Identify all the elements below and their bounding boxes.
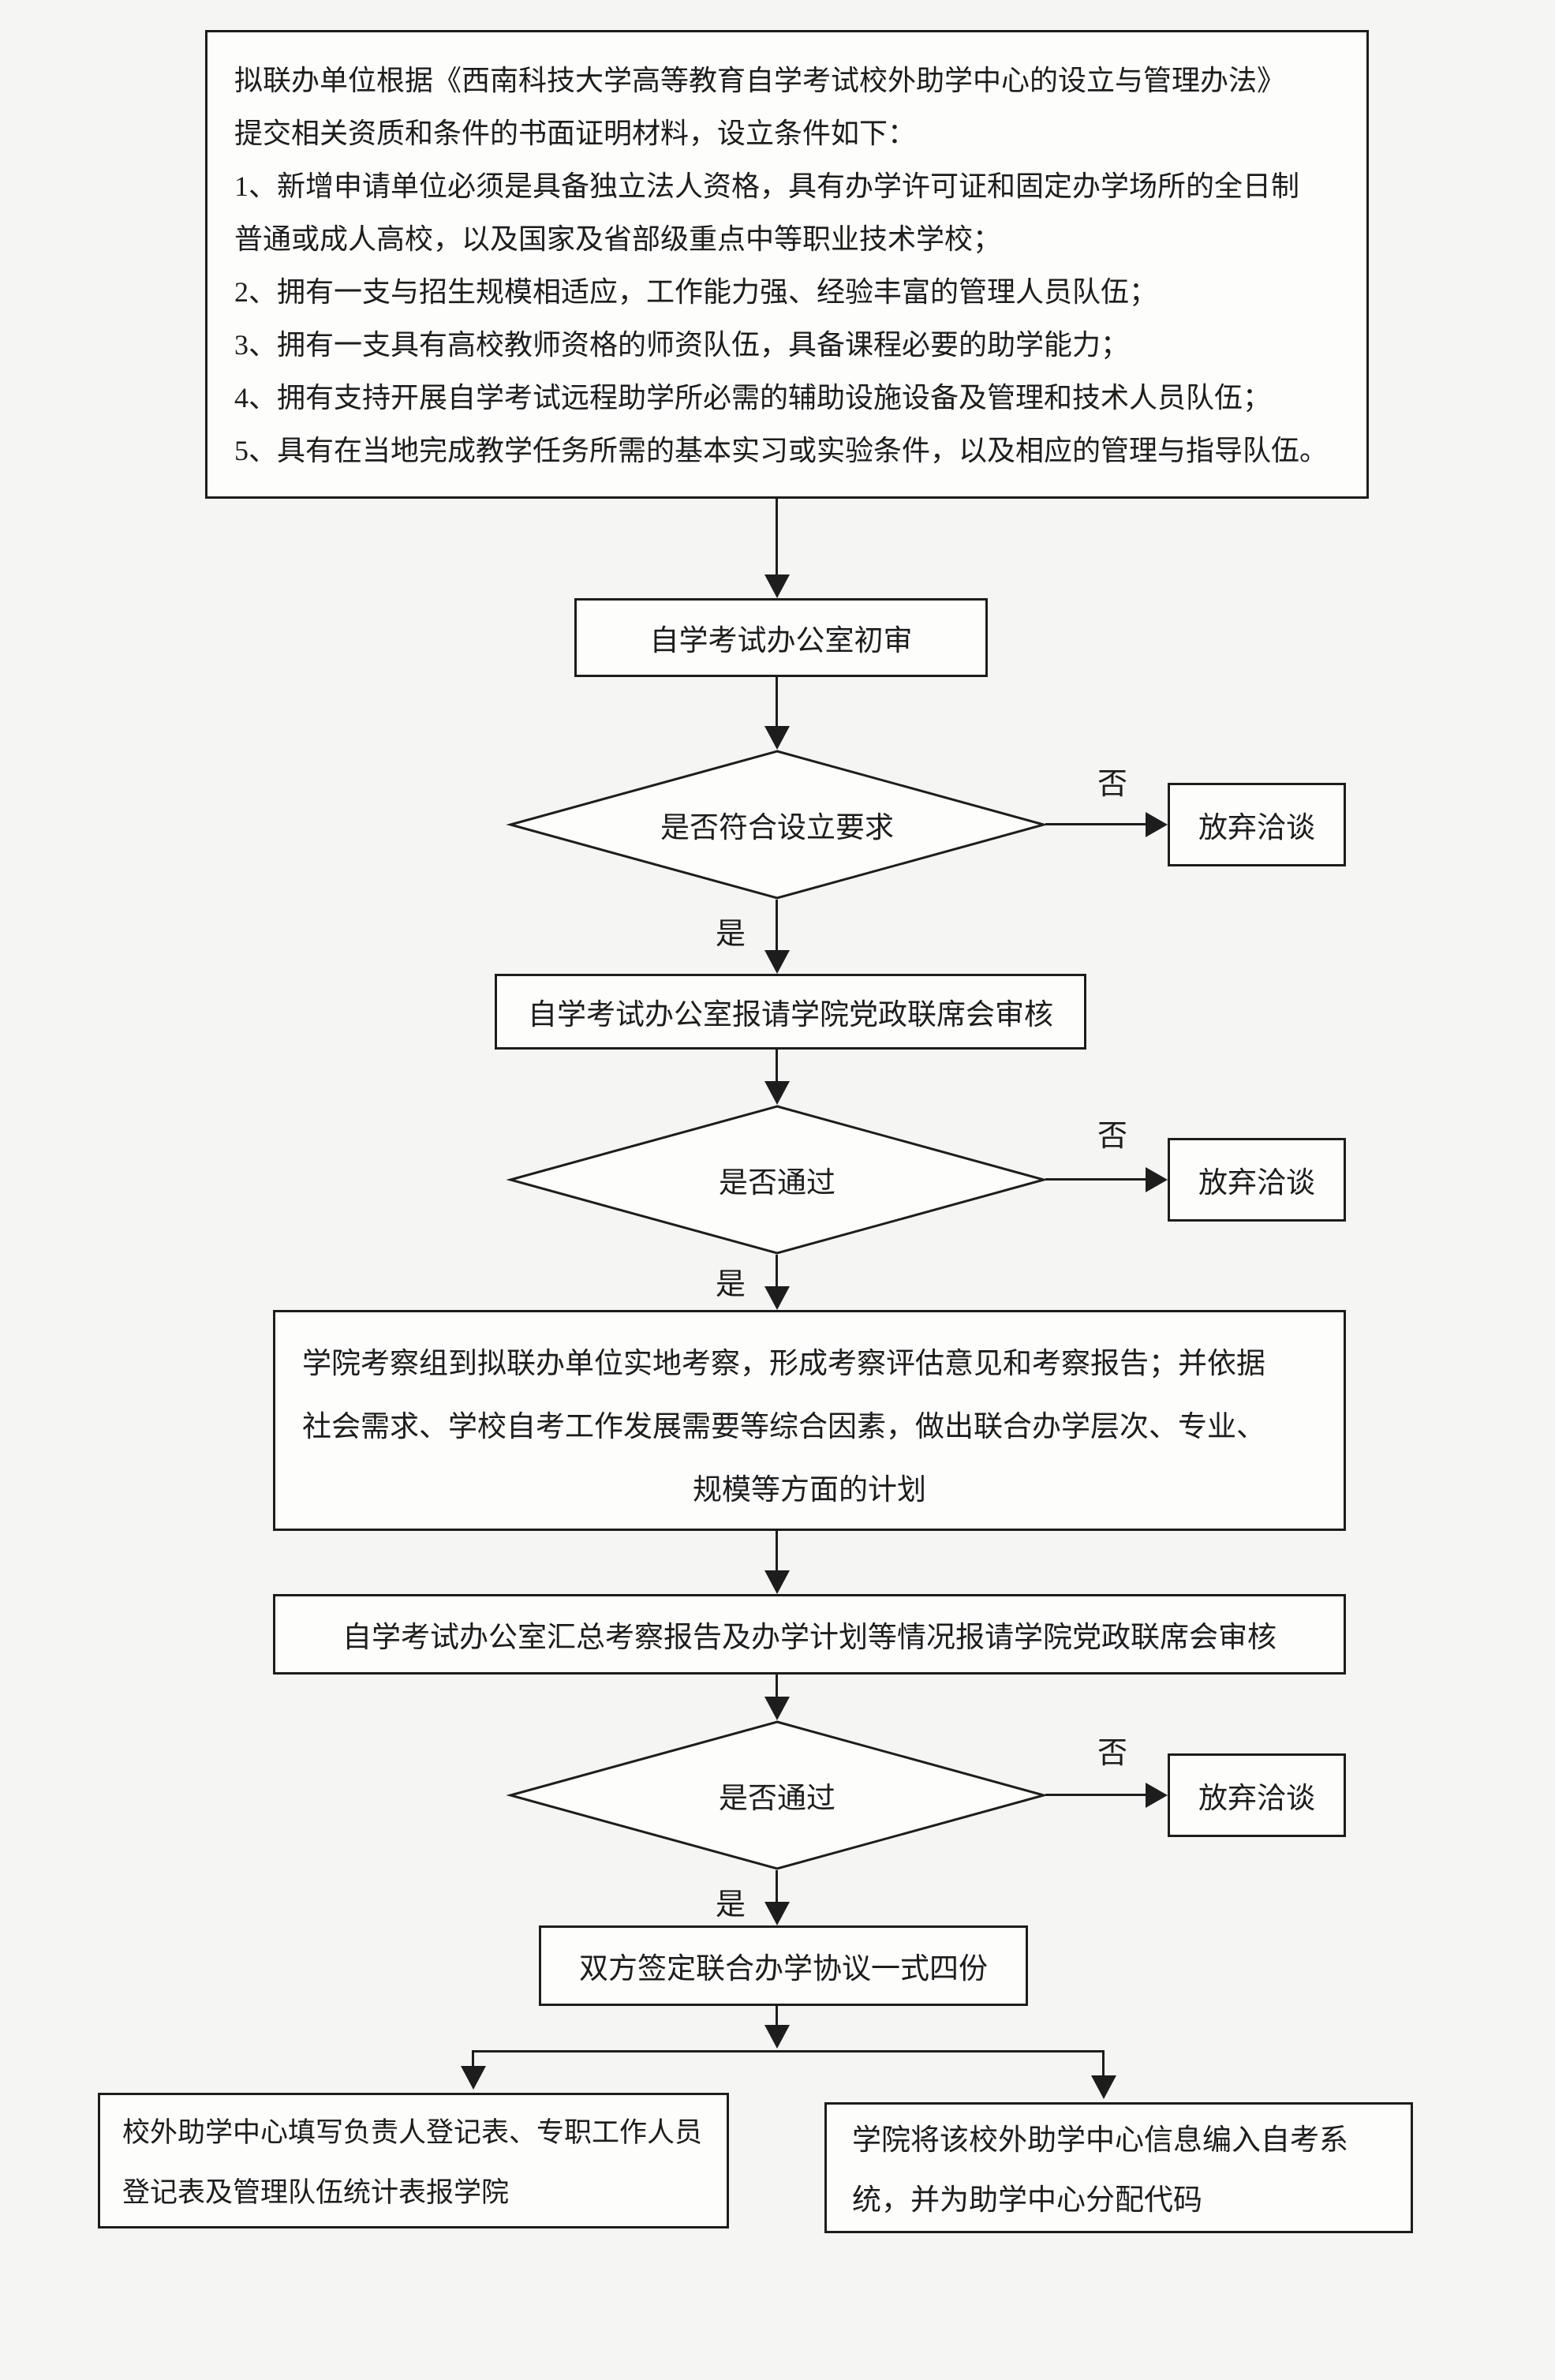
abandon3-label: 放弃洽谈 <box>1198 1783 1315 1815</box>
agreement-box: 双方签定联合办学协议一式四份 <box>539 1925 1028 2006</box>
decision2-label: 是否通过 <box>719 1167 835 1199</box>
arrowhead-down-icon <box>764 1081 790 1105</box>
decision1-label: 是否符合设立要求 <box>660 812 894 844</box>
survey-line-3: 规模等方面的计划 <box>693 1474 926 1506</box>
right-result-box: 学院将该校外助学中心信息编入自考系 统，并为助学中心分配代码 <box>824 2102 1413 2233</box>
arrowhead-down-icon <box>764 1286 790 1310</box>
arrowhead-down-icon <box>764 1902 790 1925</box>
connector-requirements-to-review <box>776 499 778 574</box>
arrowhead-right-icon <box>1146 1783 1168 1808</box>
abandon2-label: 放弃洽谈 <box>1198 1167 1315 1199</box>
requirements-line-1: 拟联办单位根据《西南科技大学高等教育自学考试校外助学中心的设立与管理办法》 <box>234 65 1286 96</box>
requirements-line-7: 4、拥有支持开展自学考试远程助学所必需的辅助设施设备及管理和技术人员队伍； <box>234 382 1272 414</box>
connector-split-to-right-result <box>1102 2050 1105 2077</box>
decision3-no-label: 否 <box>1097 1737 1127 1770</box>
connector-decision2-to-survey <box>776 1255 778 1286</box>
right-result-line-1: 学院将该校外助学中心信息编入自考系 <box>852 2124 1348 2157</box>
survey-line-1: 学院考察组到拟联办单位实地考察，形成考察评估意见和考察报告；并依据 <box>302 1348 1265 1380</box>
survey-box: 学院考察组到拟联办单位实地考察，形成考察评估意见和考察报告；并依据 社会需求、学… <box>273 1310 1346 1531</box>
requirements-box: 拟联办单位根据《西南科技大学高等教育自学考试校外助学中心的设立与管理办法》 提交… <box>205 30 1369 499</box>
requirements-line-2: 提交相关资质和条件的书面证明材料，设立条件如下： <box>234 118 917 149</box>
requirements-line-8: 5、具有在当地完成教学任务所需的基本实习或实验条件，以及相应的管理与指导队伍。 <box>234 435 1329 466</box>
connector-decision3-to-agreement <box>776 1870 778 1902</box>
requirements-line-3: 1、新增申请单位必须是具备独立法人资格，具有办学许可证和固定办学场所的全日制 <box>234 170 1300 202</box>
connector-split-to-left-result <box>472 2050 474 2068</box>
agreement-label: 双方签定联合办学协议一式四份 <box>579 1953 988 1985</box>
arrowhead-right-icon <box>1146 1167 1168 1192</box>
arrowhead-down-icon <box>764 1570 790 1594</box>
connector-decision1-to-abandon1 <box>1045 823 1146 825</box>
left-result-line-2: 登记表及管理队伍统计表报学院 <box>122 2177 510 2208</box>
connector-agreement-to-split <box>776 2006 778 2025</box>
split-connector <box>472 2050 1105 2053</box>
summary-review-label: 自学考试办公室汇总考察报告及办学计划等情况报请学院党政联席会审核 <box>342 1622 1277 1654</box>
decision1-diamond <box>506 750 1049 900</box>
abandon-box-3: 放弃洽谈 <box>1168 1753 1346 1837</box>
connector-decision3-to-abandon3 <box>1045 1794 1146 1796</box>
decision3-diamond <box>506 1720 1049 1870</box>
council-review-box: 自学考试办公室报请学院党政联席会审核 <box>495 974 1086 1050</box>
right-result-line-2: 统，并为助学中心分配代码 <box>852 2184 1202 2217</box>
survey-line-2: 社会需求、学校自考工作发展需要等综合因素，做出联合办学层次、专业、 <box>302 1411 1265 1443</box>
decision1-yes-label: 是 <box>715 918 746 951</box>
left-result-line-1: 校外助学中心填写负责人登记表、专职工作人员 <box>122 2117 703 2148</box>
requirements-line-6: 3、拥有一支具有高校教师资格的师资队伍，具备课程必要的助学能力； <box>234 329 1130 361</box>
arrowhead-down-icon <box>764 574 790 598</box>
council-review-label: 自学考试办公室报请学院党政联席会审核 <box>528 999 1053 1031</box>
initial-review-label: 自学考试办公室初审 <box>649 625 913 657</box>
arrowhead-down-icon <box>461 2066 486 2090</box>
connector-decision2-to-abandon2 <box>1045 1178 1146 1181</box>
decision3-label: 是否通过 <box>719 1783 835 1815</box>
requirements-line-4: 普通或成人高校，以及国家及省部级重点中等职业技术学校； <box>234 223 1002 255</box>
connector-decision1-to-council <box>776 900 778 950</box>
abandon-box-1: 放弃洽谈 <box>1168 783 1346 866</box>
abandon1-label: 放弃洽谈 <box>1198 812 1315 844</box>
arrowhead-down-icon <box>1091 2075 1116 2099</box>
requirements-line-5: 2、拥有一支与招生规模相适应，工作能力强、经验丰富的管理人员队伍； <box>234 276 1158 308</box>
decision3-yes-label: 是 <box>715 1888 746 1922</box>
connector-council-to-decision2 <box>776 1050 778 1081</box>
left-result-box: 校外助学中心填写负责人登记表、专职工作人员 登记表及管理队伍统计表报学院 <box>98 2093 729 2228</box>
connector-summary-to-decision3 <box>776 1675 778 1697</box>
decision2-yes-label: 是 <box>715 1268 746 1301</box>
arrowhead-down-icon <box>764 1697 790 1720</box>
connector-review-to-decision1 <box>776 677 778 726</box>
arrowhead-down-icon <box>764 950 790 974</box>
decision2-diamond <box>506 1105 1049 1255</box>
decision2-no-label: 否 <box>1097 1120 1127 1153</box>
initial-review-box: 自学考试办公室初审 <box>574 598 988 677</box>
arrowhead-down-icon <box>764 2025 790 2049</box>
abandon-box-2: 放弃洽谈 <box>1168 1138 1346 1222</box>
arrowhead-down-icon <box>764 726 790 750</box>
connector-survey-to-summary <box>776 1531 778 1570</box>
summary-review-box: 自学考试办公室汇总考察报告及办学计划等情况报请学院党政联席会审核 <box>273 1594 1346 1675</box>
arrowhead-right-icon <box>1146 812 1168 837</box>
decision1-no-label: 否 <box>1097 768 1127 801</box>
